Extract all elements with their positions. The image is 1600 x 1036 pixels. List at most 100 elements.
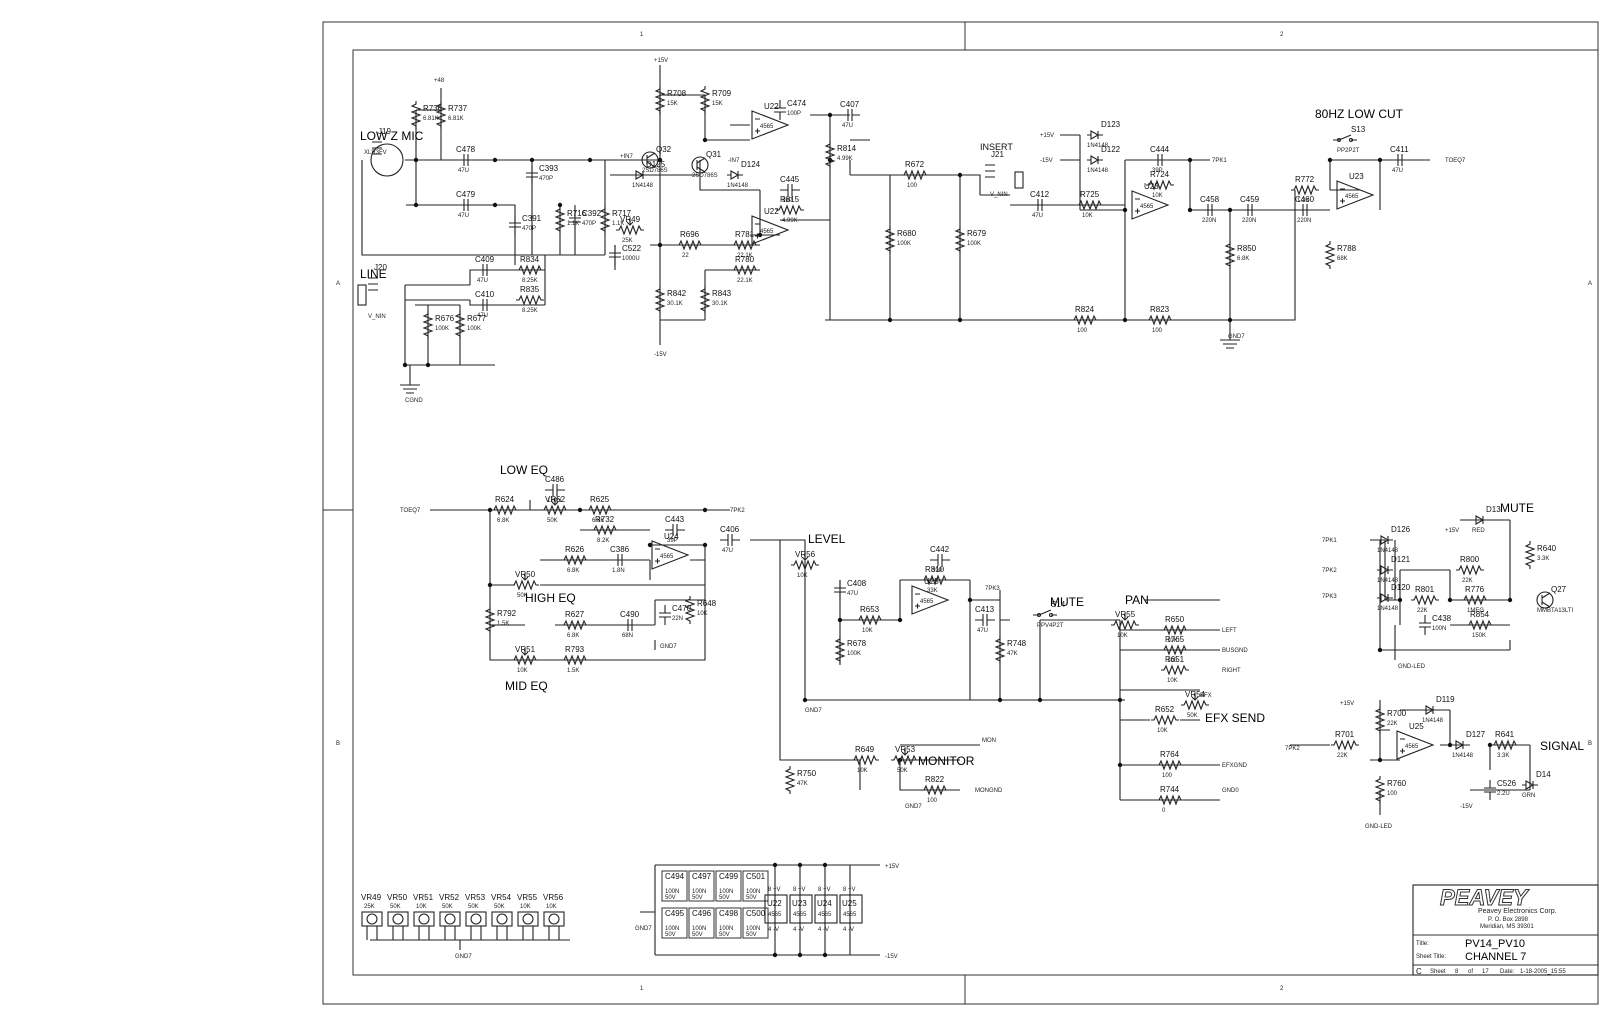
op-amp-ref: U23 [1144,182,1159,191]
value-r652: 10K [1157,728,1168,734]
net-tpk3-in: 7PK3 [1322,594,1337,600]
value-r815: 4.99K [782,218,798,224]
company-name: Peavey Electronics Corp. [1478,908,1557,915]
ref-r780: R780 [735,255,755,264]
value-c413: 47U [977,628,988,634]
ref-r725: R725 [1080,190,1100,199]
section-monitor: MONITOR [918,754,975,768]
net-mon: MON [982,738,996,744]
sheet-number: 8 [1455,969,1459,975]
ref-r724: R724 [1150,170,1170,179]
value-r744: 0 [1162,808,1166,814]
decoup-ic-pin8: 8 +V [818,887,831,893]
value-c445: 39P [782,198,793,204]
ref-d120: D120 [1391,583,1411,592]
pot-footprint-vr54: VR54 [491,893,512,902]
ref-c393: C393 [539,164,559,173]
ref-r678: R678 [847,639,867,648]
ref-r744: R744 [1160,785,1180,794]
ref-d122: D122 [1101,145,1121,154]
ref-d119: D119 [1436,695,1455,704]
op-amp-value: 4565 [760,124,774,130]
value-r835: 8.25K [522,308,538,314]
net-v-nin-insert: V_NIN [990,192,1008,198]
section-signal: SIGNAL [1540,739,1584,753]
value-r716: 1.1K [567,221,579,227]
ref-r814: R814 [837,144,857,153]
net-tpk1-in: 7PK1 [1322,538,1337,544]
net-p15-signal: +15V [1340,701,1354,707]
company-address-2: Meridian, MS 39301 [1480,924,1534,930]
value-r764: 100 [1162,773,1173,779]
value-c408: 47U [847,591,858,597]
value-r648: 10K [697,611,708,617]
ref-r764: R764 [1160,750,1180,759]
value-r736: 6.81K [423,116,439,122]
net-labels: +48 +15V -15V +15V -15V +IN7 -IN7 CGND V… [368,58,1473,960]
ref-r854: R854 [1470,610,1490,619]
ref-r776: R776 [1465,585,1485,594]
value-r732: 8.2K [597,538,609,544]
value-r641: 3.3K [1497,753,1509,759]
decoup-ref-c499: C499 [719,872,739,881]
decoup-ref-c500: C500 [746,909,766,918]
ref-r648: R648 [697,599,717,608]
value-r824: 100 [1077,328,1088,334]
section-pan: PAN [1125,593,1149,607]
value-c478: 47U [458,168,469,174]
value-r717: 1.1K [612,221,624,227]
ref-r653: R653 [860,605,880,614]
ref-r709: R709 [712,89,732,98]
ref-r624: R624 [495,495,515,504]
ref-r843: R843 [712,289,732,298]
value-c490: 68N [622,633,633,639]
ref-r708: R708 [667,89,687,98]
value-r701: 22K [1337,753,1348,759]
pot-footprint-vr52: VR52 [439,893,460,902]
decoup-ic-pin8: 8 +V [793,887,806,893]
ref-c458: C458 [1200,195,1220,204]
of-label: of [1468,969,1473,975]
net-tpk1-out: 7PK1 [1212,158,1227,164]
value-r801: 22K [1417,608,1428,614]
value-r649: 10K [857,768,868,774]
value-r737: 6.81K [448,116,464,122]
value-r748: 47K [1007,651,1018,657]
value-c486: 120N [547,498,561,504]
op-amp-value: 4565 [1405,744,1419,750]
value-r793: 1.5K [567,668,579,674]
value-j19: XLR3FV [364,150,387,156]
value-r696: 22 [682,253,689,259]
value-vr51: 10K [517,668,528,674]
decoup-ic-pin4: 4 -V [793,927,804,933]
net-p15-top: +15V [654,58,668,64]
value-r834: 8.25K [522,278,538,284]
value-r709: 15K [712,101,723,107]
component-r709: R709 15K [699,86,732,114]
net-p15-mute: +15V [1445,528,1459,534]
